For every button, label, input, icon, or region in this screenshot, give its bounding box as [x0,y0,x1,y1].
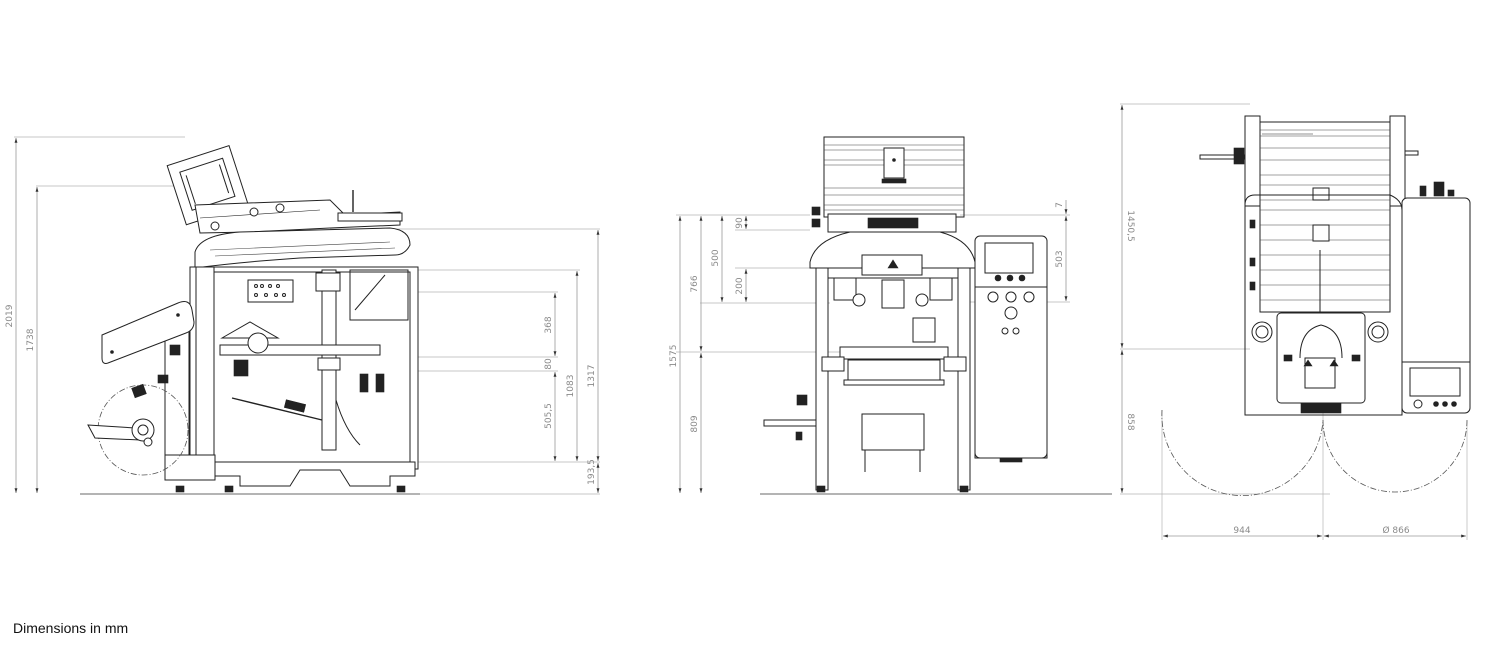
dim-944: 944 [1233,526,1250,536]
dim-503: 503 [1055,250,1065,267]
dim-1738: 1738 [26,328,36,351]
dim-858: 858 [1125,413,1135,430]
side-view: 2019 1738 368 80 505,5 1083 1317 193,5 [5,136,600,495]
units-note: Dimensions in mm [13,620,129,636]
dim-500: 500 [711,249,721,266]
dim-diameter-866: Ø 866 [1382,525,1409,536]
front-view: 1575 766 809 500 90 200 7 503 [669,136,1112,495]
dim-193-5: 193,5 [587,459,597,485]
dim-7: 7 [1055,202,1065,208]
dim-2019: 2019 [5,304,15,327]
dim-80: 80 [544,358,554,370]
dim-809: 809 [690,415,700,432]
dim-1450-5: 1450,5 [1125,210,1135,242]
dim-1575: 1575 [669,345,679,368]
dim-200: 200 [735,277,745,294]
top-view: 1450,5 858 944 Ø 866 [1120,103,1471,540]
dim-368: 368 [544,316,554,333]
dim-1317: 1317 [587,365,597,388]
dim-766: 766 [690,275,700,292]
dim-505-5: 505,5 [544,403,554,429]
dim-90: 90 [735,217,745,229]
dim-1083: 1083 [566,375,576,398]
